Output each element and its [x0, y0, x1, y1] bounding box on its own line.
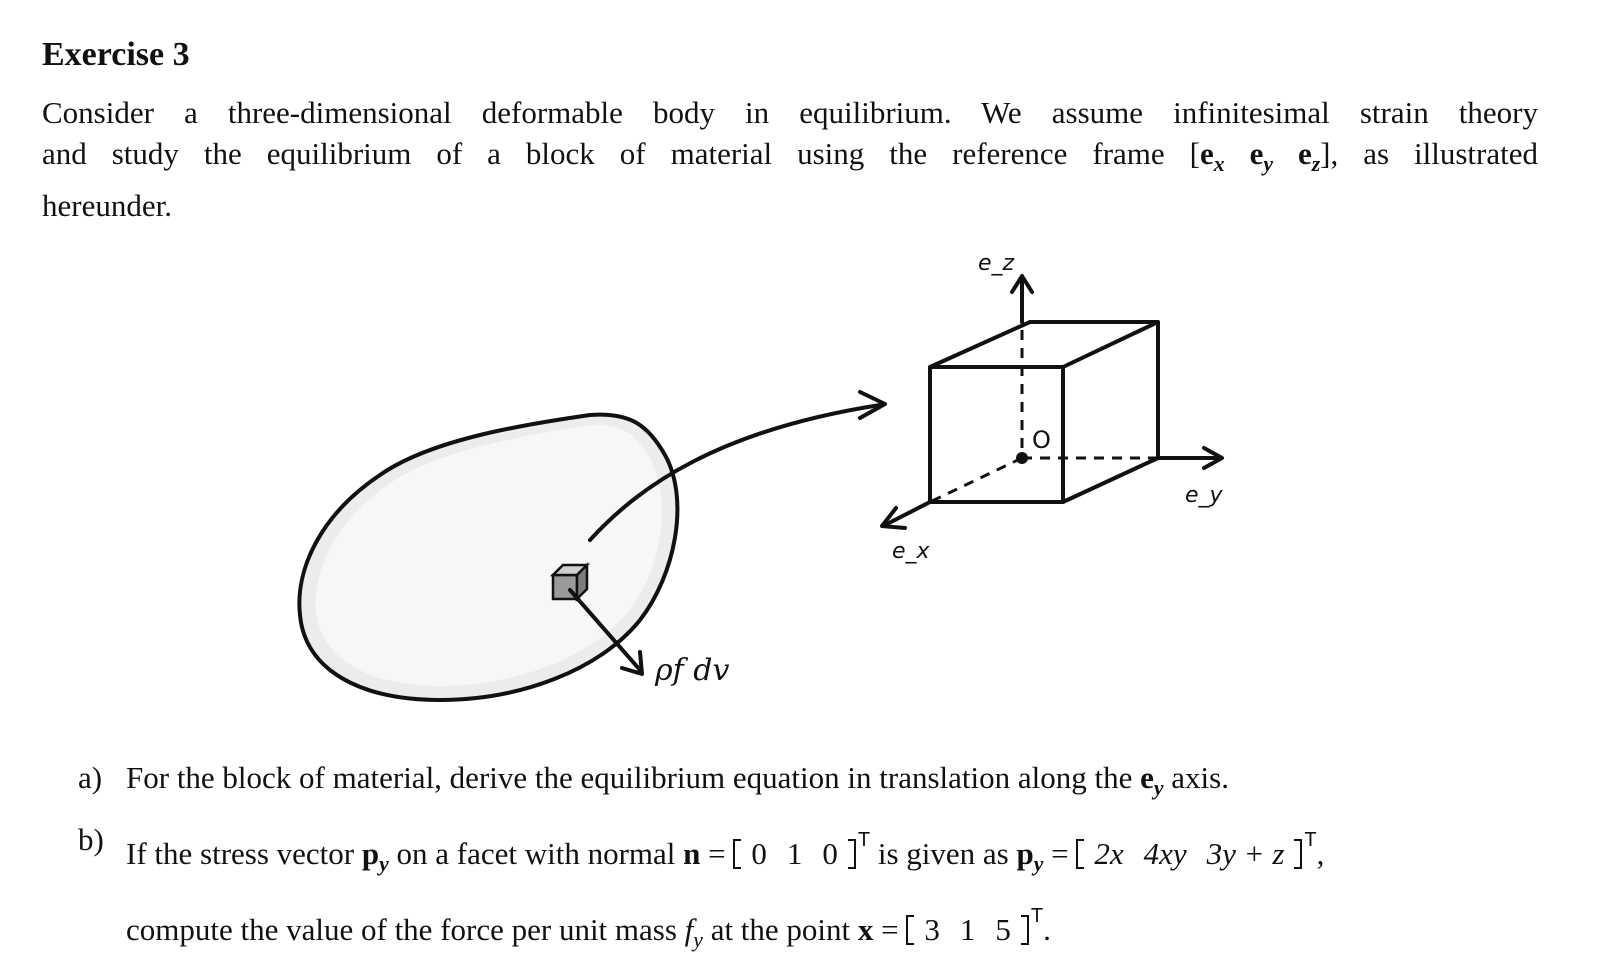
origin-point — [1016, 452, 1028, 464]
intro-paragraph: Consider a three-dimensional deformable … — [42, 92, 1538, 226]
question-b-text-1: If the stress vector — [126, 836, 362, 872]
basis-ez: ez — [1297, 136, 1321, 177]
question-b-tag: b) — [78, 822, 104, 858]
transpose-1: T — [857, 829, 871, 852]
body-block-figure: ρf dv — [297, 251, 1224, 703]
question-b-text-5: at the point — [702, 912, 858, 948]
stress-vector-symbol: py — [361, 836, 389, 877]
intro-line-2: and study the equilibrium of a block of … — [42, 133, 1538, 185]
body-force-arrow — [568, 588, 644, 676]
axis-ez — [1010, 274, 1034, 324]
transpose-2: T — [1304, 829, 1317, 852]
force-symbol: fy — [684, 912, 703, 953]
question-a-tail: axis. — [1163, 760, 1229, 795]
material-element-icon — [549, 561, 591, 603]
question-list: a) For the block of material, derive the … — [78, 752, 1538, 967]
axis-ex — [880, 500, 932, 530]
axis-ey — [1156, 446, 1224, 470]
question-b-text-4: compute the value of the force per unit … — [126, 912, 685, 948]
label-ex: e_x — [892, 539, 931, 564]
intro-line-2-tail: ], as illustrated — [1320, 136, 1539, 171]
point-symbol: x — [857, 912, 874, 948]
equals-2: = — [1043, 836, 1077, 872]
origin-label: O — [1032, 426, 1051, 454]
normal-symbol: n — [683, 836, 701, 872]
transpose-3: T — [1030, 905, 1044, 928]
intro-line-2-text: and study the equilibrium of a block of … — [42, 136, 1200, 171]
zoom-arrow — [588, 390, 887, 542]
block-of-material — [928, 320, 1160, 504]
label-ez: e_z — [978, 251, 1015, 276]
stress-vector-symbol-2: py — [1016, 836, 1044, 877]
intro-line-1: Consider a three-dimensional deformable … — [42, 95, 1538, 130]
question-b: b) If the stress vector py on a facet wit… — [78, 814, 1538, 966]
basis-ey: ey — [1249, 136, 1273, 177]
question-a-text: For the block of material, derive the eq… — [126, 760, 1141, 795]
question-b-text-2: on a facet with normal — [388, 836, 684, 872]
basis-ex: ex — [1199, 136, 1225, 177]
question-a-tag: a) — [78, 760, 103, 795]
question-a: a) For the block of material, derive the … — [78, 752, 1538, 814]
question-a-vector: ey — [1140, 760, 1164, 801]
question-b-text-3: is given as — [870, 836, 1017, 872]
label-ey: e_y — [1185, 483, 1224, 508]
intro-line-3: hereunder. — [42, 188, 172, 224]
force-label: ρf dv — [654, 653, 729, 688]
exercise-title: Exercise 3 — [42, 36, 190, 73]
equals-3: = — [873, 912, 907, 948]
period: . — [1043, 912, 1051, 948]
equals-1: = — [700, 836, 734, 872]
hidden-edges — [929, 330, 1158, 504]
comma: , — [1316, 836, 1325, 872]
